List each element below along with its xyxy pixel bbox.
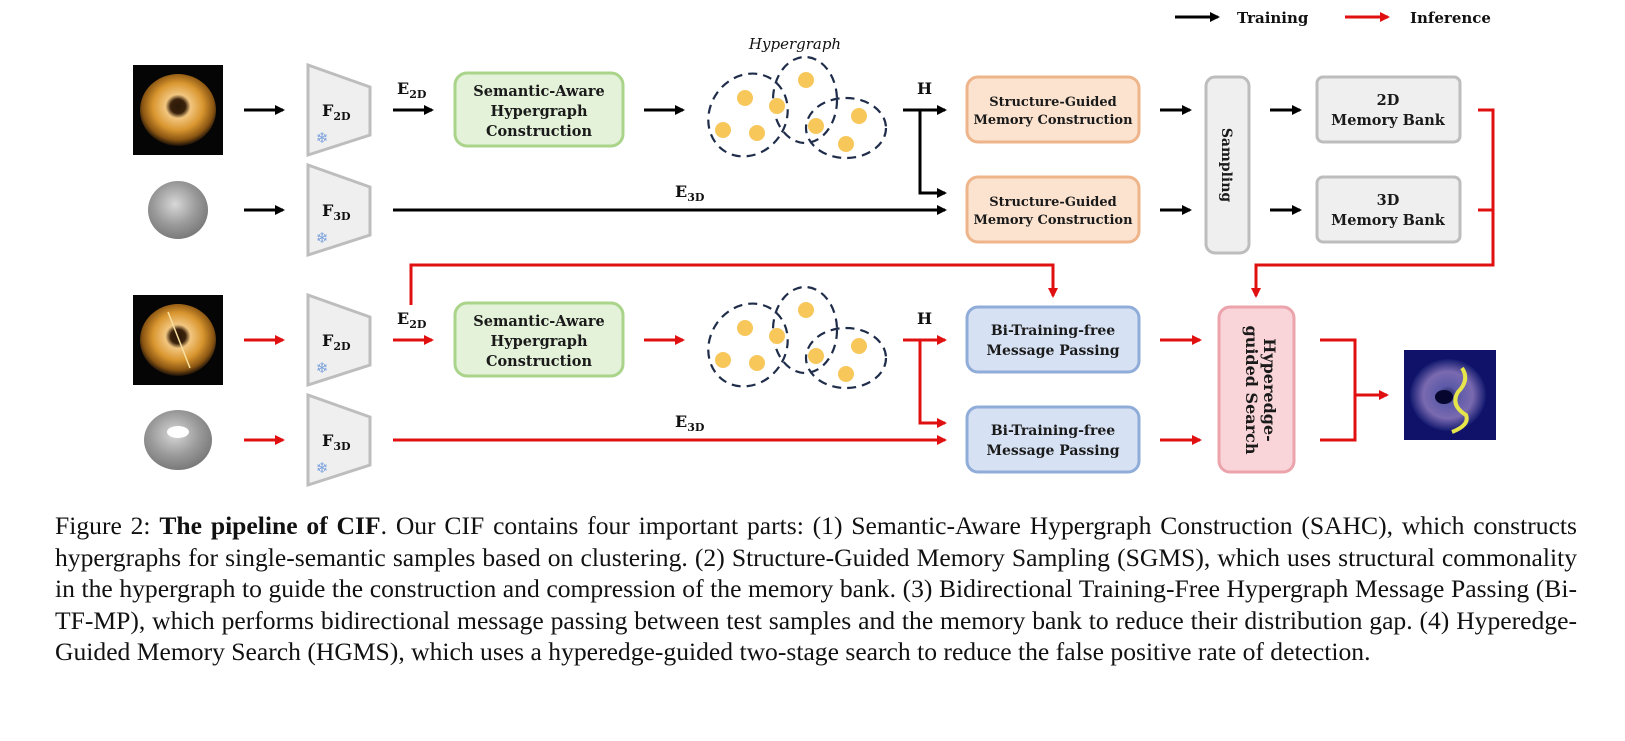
legend-training-label: Training <box>1237 9 1309 27</box>
arrow-train <box>918 110 947 198</box>
encoder-f3d-train: F3D ❄ <box>306 162 372 258</box>
encoder-f2d-test: F2D ❄ <box>306 292 372 388</box>
snowflake-icon: ❄ <box>316 359 329 377</box>
svg-text:Hypergraph: Hypergraph <box>491 103 588 120</box>
bagel-hole <box>167 426 189 438</box>
svg-text:Message Passing: Message Passing <box>986 343 1119 359</box>
input-3d-image-train <box>148 181 208 239</box>
svg-text:F3D: F3D <box>322 201 351 223</box>
e2d-label-test: E2D <box>397 309 427 331</box>
snowflake-icon: ❄ <box>316 459 329 477</box>
hypergraph-nodes-train <box>715 72 867 152</box>
memory-bracket-inference <box>1478 108 1495 212</box>
sgmc-box-3d: Structure-Guided Memory Construction <box>965 175 1141 244</box>
svg-text:guided Search: guided Search <box>1242 326 1261 455</box>
output-bracket <box>1320 338 1357 442</box>
sgmc-box-2d: Structure-Guided Memory Construction <box>965 75 1141 144</box>
svg-text:Bi-Training-free: Bi-Training-free <box>991 323 1115 339</box>
svg-text:Hypergraph: Hypergraph <box>491 333 588 350</box>
bagel-rgb-image <box>140 74 216 146</box>
encoder-f2d-train: F2D ❄ <box>306 62 372 158</box>
e3d-label-train: E3D <box>675 182 705 204</box>
svg-text:Semantic-Aware: Semantic-Aware <box>473 83 604 100</box>
e2d-label: E2D <box>397 79 427 101</box>
svg-text:Hyperedge-: Hyperedge- <box>1260 338 1279 442</box>
svg-text:F2D: F2D <box>322 331 351 353</box>
hypergraph-title: Hypergraph <box>748 35 841 53</box>
svg-text:2D: 2D <box>1377 92 1400 109</box>
arrow-infer <box>918 340 947 428</box>
bitf-box-3d: Bi-Training-free Message Passing <box>965 405 1141 474</box>
svg-text:Message Passing: Message Passing <box>986 443 1119 459</box>
svg-text:F3D: F3D <box>322 431 351 453</box>
memory-bank-3d: 3D Memory Bank <box>1315 175 1462 244</box>
svg-text:Memory Bank: Memory Bank <box>1331 112 1446 129</box>
hyperedge-search-box: Hyperedge- guided Search <box>1217 305 1296 474</box>
sahc-box-test: Semantic-Aware Hypergraph Construction <box>453 301 625 378</box>
memory-bank-2d: 2D Memory Bank <box>1315 75 1462 144</box>
input-3d-image-test <box>144 410 212 470</box>
anomaly-hole <box>1435 390 1453 404</box>
legend: Training Inference <box>1175 9 1491 27</box>
pipeline-diagram: Training Inference Hypergraph F2D ❄ F3D … <box>133 9 1496 488</box>
svg-text:Memory Construction: Memory Construction <box>973 113 1133 128</box>
bitf-box-2d: Bi-Training-free Message Passing <box>965 305 1141 374</box>
h-label-test: H <box>917 309 932 328</box>
svg-text:Memory Construction: Memory Construction <box>973 213 1133 228</box>
caption-prefix: Figure 2: <box>55 511 160 540</box>
svg-text:Structure-Guided: Structure-Guided <box>989 195 1117 210</box>
svg-text:Bi-Training-free: Bi-Training-free <box>991 423 1115 439</box>
sahc-box-train: Semantic-Aware Hypergraph Construction <box>453 71 625 148</box>
h-label-train: H <box>917 79 932 98</box>
encoder-f3d-test: F3D ❄ <box>306 392 372 488</box>
svg-text:Structure-Guided: Structure-Guided <box>989 95 1117 110</box>
snowflake-icon: ❄ <box>316 129 329 147</box>
crack-defect <box>167 311 191 369</box>
svg-text:Construction: Construction <box>486 353 593 370</box>
legend-inference-label: Inference <box>1410 9 1491 27</box>
e3d-label-test: E3D <box>675 412 705 434</box>
anomaly-highlight <box>1451 366 1469 434</box>
figure-caption: Figure 2: The pipeline of CIF. Our CIF c… <box>55 510 1577 668</box>
hypergraph-nodes-test <box>715 302 867 382</box>
svg-text:Construction: Construction <box>486 123 593 140</box>
sampling-box: Sampling <box>1204 75 1251 255</box>
svg-text:Sampling: Sampling <box>1218 128 1234 203</box>
svg-text:F2D: F2D <box>322 101 351 123</box>
svg-text:Semantic-Aware: Semantic-Aware <box>473 313 604 330</box>
svg-text:Memory Bank: Memory Bank <box>1331 212 1446 229</box>
arrow-memory-to-search <box>1251 160 1495 298</box>
arrow-e2d-to-bitf <box>409 263 1058 305</box>
snowflake-icon: ❄ <box>316 229 329 247</box>
caption-bold-title: The pipeline of CIF <box>159 511 381 540</box>
bagel-rgb-test-image <box>140 304 216 376</box>
caption-text: . Our CIF contains four important parts:… <box>55 511 1577 667</box>
svg-text:3D: 3D <box>1377 192 1400 209</box>
